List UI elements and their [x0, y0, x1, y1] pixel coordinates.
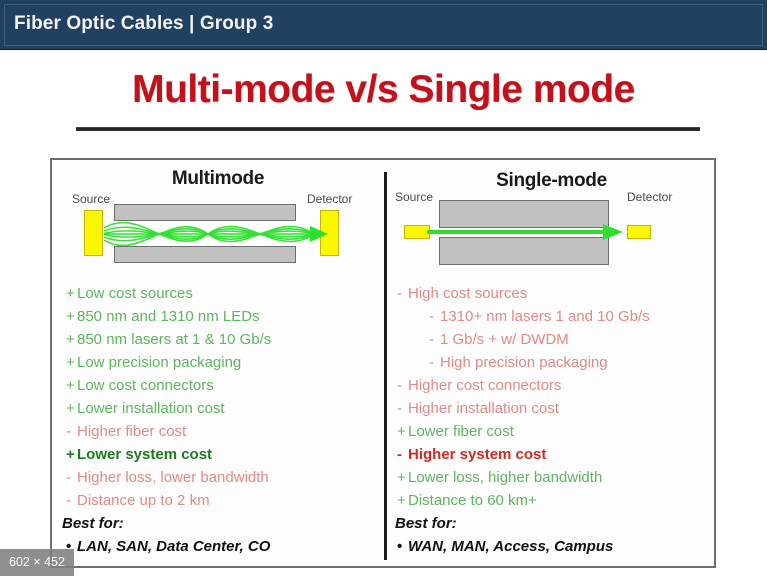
list-item: +Distance to 60 km+ [387, 489, 716, 512]
multimode-source-box [84, 210, 103, 256]
list-item: -Distance up to 2 km [52, 489, 384, 512]
multimode-best-for-item: • LAN, SAN, Data Center, CO [52, 535, 384, 558]
bullet-text: High cost sources [408, 285, 528, 302]
single-mode-cladding-bottom [439, 237, 609, 265]
bullet-mark: + [66, 354, 75, 371]
bullet-text: LAN, SAN, Data Center, CO [77, 538, 271, 555]
list-item: +Low cost connectors [52, 374, 384, 397]
bullet-mark: + [66, 377, 75, 394]
single-mode-best-for-label: Best for: [395, 515, 457, 532]
bullet-text: Distance to 60 km+ [408, 492, 537, 509]
list-item: -Higher loss, lower bandwidth [52, 466, 384, 489]
single-mode-detector-label: Detector [627, 190, 673, 204]
bullet-mark: + [397, 492, 406, 509]
list-item: +850 nm and 1310 nm LEDs [52, 305, 384, 328]
list-item: -Higher system cost [387, 443, 716, 466]
list-item: -Higher installation cost [387, 397, 716, 420]
multimode-heading: Multimode [171, 168, 265, 189]
single-mode-detector-box [627, 225, 651, 239]
multimode-diagram: Source Detector [52, 160, 384, 278]
bullet-mark: - [66, 469, 71, 486]
bullet-text: 1 Gb/s + w/ DWDM [440, 331, 569, 348]
bullet-mark: + [66, 331, 75, 348]
single-mode-diagram: Source Detector [387, 160, 716, 278]
list-item: -High cost sources [387, 282, 716, 305]
multimode-bullet-list: +Low cost sources +850 nm and 1310 nm LE… [52, 282, 384, 558]
column-divider [384, 172, 387, 560]
bullet-text: 1310+ nm lasers 1 and 10 Gb/s [440, 308, 650, 325]
bullet-mark: - [66, 423, 71, 440]
bullet-mark: + [66, 446, 75, 463]
multimode-detector-label: Detector [307, 192, 353, 206]
bullet-mark: + [66, 285, 75, 302]
list-item: -Higher cost connectors [387, 374, 716, 397]
slide-title: Multi-mode v/s Single mode [132, 68, 635, 111]
title-underline-rule [76, 127, 700, 131]
bullet-mark: - [397, 400, 402, 417]
single-mode-source-label: Source [395, 190, 434, 204]
bullet-text: High precision packaging [440, 354, 608, 371]
single-mode-light-ray-icon [427, 224, 623, 240]
list-item: +Low precision packaging [52, 351, 384, 374]
multimode-best-for-label: Best for: [62, 515, 124, 532]
page-title: Fiber Optic Cables | Group 3 [14, 13, 274, 34]
bullet-text: Lower loss, higher bandwidth [408, 469, 603, 486]
bullet-mark: - [429, 308, 434, 325]
bullet-mark: + [66, 400, 75, 417]
bullet-mark: - [66, 492, 71, 509]
bullet-text: Lower installation cost [77, 400, 225, 417]
bullet-mark: - [397, 377, 402, 394]
bullet-text: Higher cost connectors [408, 377, 562, 394]
bullet-mark: + [397, 423, 406, 440]
bullet-text: WAN, MAN, Access, Campus [408, 538, 614, 555]
bullet-mark: + [397, 469, 406, 486]
bullet-text: Higher fiber cost [77, 423, 187, 440]
list-item: -Higher fiber cost [52, 420, 384, 443]
multimode-light-rays-icon [103, 221, 328, 247]
multimode-cladding-top [114, 204, 296, 221]
list-item: +Lower system cost [52, 443, 384, 466]
single-mode-bullet-list: -High cost sources -1310+ nm lasers 1 an… [387, 282, 716, 558]
single-mode-heading: Single-mode [496, 170, 607, 191]
list-item: -1310+ nm lasers 1 and 10 Gb/s [387, 305, 716, 328]
list-item: +850 nm lasers at 1 & 10 Gb/s [52, 328, 384, 351]
bullet-mark: - [429, 331, 434, 348]
bullet-text: Distance up to 2 km [77, 492, 210, 509]
bullet-text: Higher system cost [408, 446, 547, 463]
multimode-source-label: Source [72, 192, 111, 206]
bullet-mark: - [429, 354, 434, 371]
bullet-text: Lower fiber cost [408, 423, 514, 440]
column-single-mode: Single-mode Source Detector -High cost s… [387, 160, 716, 570]
bullet-text: Low precision packaging [77, 354, 242, 371]
bullet-mark: + [66, 308, 75, 325]
single-mode-cladding-top [439, 200, 609, 228]
comparison-content-box: Multimode Source Detector [50, 158, 716, 568]
slide-canvas: Multi-mode v/s Single mode Multimode Sou… [0, 50, 767, 576]
bullet-text: Low cost sources [77, 285, 193, 302]
bullet-text: 850 nm lasers at 1 & 10 Gb/s [77, 331, 272, 348]
column-multimode: Multimode Source Detector [52, 160, 384, 570]
bullet-text: Lower system cost [77, 446, 213, 463]
list-item: -High precision packaging [387, 351, 716, 374]
bullet-text: Low cost connectors [77, 377, 214, 394]
bullet-text: Higher installation cost [408, 400, 559, 417]
bullet-text: Higher loss, lower bandwidth [77, 469, 269, 486]
list-item: +Low cost sources [52, 282, 384, 305]
bullet-mark: - [397, 285, 402, 302]
bullet-text: 850 nm and 1310 nm LEDs [77, 308, 260, 325]
bullet-mark: - [397, 446, 402, 463]
single-mode-best-for-item: • WAN, MAN, Access, Campus [387, 535, 716, 558]
bullet-mark: • [66, 538, 72, 555]
dimension-badge: 602 × 452 [0, 549, 74, 576]
list-item: +Lower fiber cost [387, 420, 716, 443]
list-item: -1 Gb/s + w/ DWDM [387, 328, 716, 351]
list-item: +Lower installation cost [52, 397, 384, 420]
multimode-cladding-bottom [114, 246, 296, 263]
app-header-bar: Fiber Optic Cables | Group 3 [0, 0, 767, 50]
list-item: +Lower loss, higher bandwidth [387, 466, 716, 489]
bullet-mark: • [397, 538, 403, 555]
